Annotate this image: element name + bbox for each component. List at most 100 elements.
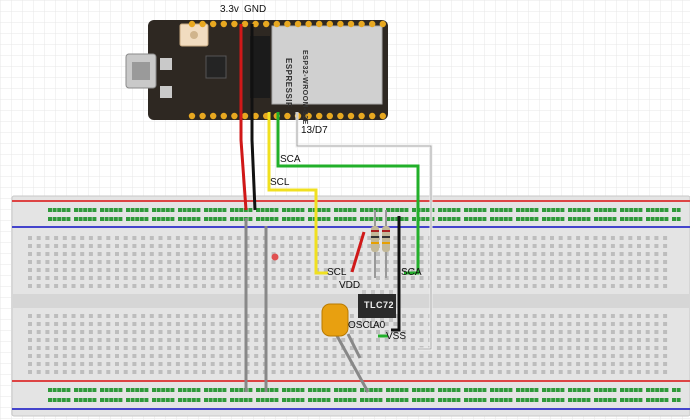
breadboard-hole (532, 322, 537, 326)
breadboard-hole (645, 370, 650, 374)
breadboard-hole (167, 260, 172, 264)
breadboard-hole (334, 217, 338, 221)
breadboard-hole (228, 260, 233, 264)
breadboard-hole (654, 322, 659, 326)
breadboard-hole (506, 236, 511, 240)
breadboard-hole (208, 208, 213, 212)
breadboard-hole (323, 284, 328, 288)
breadboard-hole (87, 398, 92, 402)
breadboard-hole (577, 398, 582, 402)
breadboard-hole (471, 338, 476, 342)
breadboard-hole (297, 276, 302, 280)
breadboard-hole (376, 338, 380, 342)
breadboard-hole (602, 330, 607, 334)
breadboard-hole (297, 236, 302, 240)
breadboard-hole (593, 268, 598, 272)
breadboard-hole (57, 398, 62, 402)
breadboard-hole (645, 260, 650, 264)
breadboard-hole (141, 314, 146, 318)
breadboard-hole (581, 388, 586, 392)
breadboard-hole (471, 276, 476, 280)
breadboard-hole (386, 217, 390, 221)
breadboard-hole (390, 388, 395, 392)
breadboard-hole (550, 370, 554, 374)
breadboard-hole (332, 346, 337, 350)
breadboard-hole (576, 362, 581, 366)
breadboard-hole (208, 217, 213, 221)
breadboard-hole (271, 268, 276, 272)
breadboard-hole (36, 346, 41, 350)
breadboard-hole (109, 208, 114, 212)
breadboard-hole (610, 314, 615, 318)
breadboard-hole (586, 398, 591, 402)
breadboard-hole (130, 398, 135, 402)
breadboard-hole (230, 217, 234, 221)
breadboard-hole (71, 346, 76, 350)
breadboard-hole (676, 398, 681, 402)
breadboard-hole (619, 354, 624, 358)
breadboard-hole (123, 244, 128, 248)
breadboard-hole (558, 370, 563, 374)
breadboard-hole (230, 388, 234, 392)
breadboard-hole (602, 260, 607, 264)
breadboard-hole (210, 314, 215, 318)
breadboard-hole (602, 276, 607, 280)
breadboard-hole (384, 284, 389, 288)
breadboard-hole (610, 338, 615, 342)
breadboard-hole (663, 268, 668, 272)
breadboard-hole (323, 276, 328, 280)
breadboard-hole (349, 252, 354, 256)
breadboard-hole (239, 208, 244, 212)
breadboard-hole (61, 398, 66, 402)
center-channel (12, 294, 690, 308)
breadboard-hole (297, 338, 302, 342)
breadboard-hole (341, 276, 346, 280)
breadboard-hole (269, 388, 274, 392)
breadboard-hole (175, 370, 180, 374)
breadboard-hole (602, 314, 607, 318)
header-pin (188, 112, 196, 120)
breadboard-hole (341, 260, 346, 264)
breadboard-hole (135, 398, 140, 402)
breadboard-hole (451, 217, 456, 221)
breadboard-hole (36, 236, 41, 240)
breadboard-hole (438, 217, 442, 221)
breadboard-hole (332, 244, 337, 248)
breadboard-hole (297, 268, 302, 272)
breadboard-hole (367, 236, 372, 240)
breadboard-hole (551, 217, 556, 221)
breadboard-hole (175, 244, 180, 248)
breadboard-hole (494, 217, 499, 221)
breadboard-hole (289, 330, 293, 334)
breadboard-hole (202, 330, 206, 334)
breadboard-hole (550, 322, 554, 326)
breadboard-hole (516, 208, 520, 212)
breadboard-hole (497, 346, 502, 350)
breadboard-hole (256, 388, 260, 392)
breadboard-hole (607, 217, 612, 221)
breadboard-hole (555, 208, 560, 212)
breadboard-hole (80, 276, 85, 280)
breadboard-hole (598, 398, 603, 402)
breadboard-hole (254, 284, 259, 288)
breadboard-hole (161, 398, 166, 402)
breadboard-hole (584, 362, 589, 366)
breadboard-hole (410, 236, 415, 240)
breadboard-hole (167, 236, 172, 240)
breadboard-hole (193, 338, 198, 342)
breadboard-hole (445, 322, 450, 326)
breadboard-hole (349, 236, 354, 240)
breadboard-hole (497, 338, 502, 342)
breadboard-hole (352, 217, 357, 221)
breadboard-hole (289, 268, 293, 272)
breadboard-hole (402, 322, 407, 326)
breadboard-hole (167, 330, 172, 334)
breadboard-hole (550, 268, 554, 272)
breadboard-hole (454, 330, 459, 334)
breadboard-hole (149, 354, 154, 358)
breadboard-hole (629, 388, 634, 392)
breadboard-hole (645, 338, 650, 342)
breadboard-hole (412, 217, 416, 221)
breadboard-hole (628, 338, 633, 342)
breadboard-hole (402, 314, 407, 318)
